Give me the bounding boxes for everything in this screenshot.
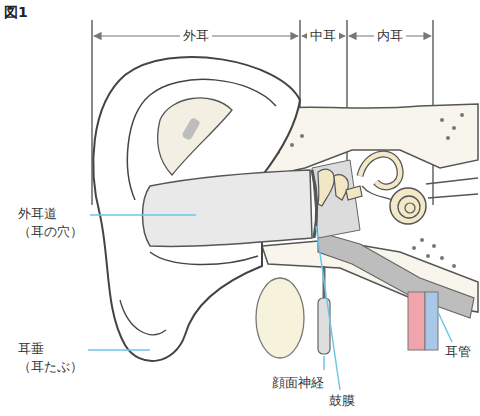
part-label: 耳垂 （耳たぶ） bbox=[18, 340, 83, 376]
cochlea bbox=[405, 203, 415, 213]
semicircular-canal bbox=[360, 154, 400, 187]
auditory-nerve bbox=[426, 178, 478, 198]
ossicle bbox=[334, 175, 348, 200]
leader-lines bbox=[88, 215, 452, 390]
soft-tissue bbox=[256, 278, 304, 358]
leader-line bbox=[438, 312, 452, 342]
region-label: 外耳 bbox=[180, 27, 212, 45]
ear-canal bbox=[143, 170, 313, 246]
muscle-band bbox=[408, 292, 425, 350]
figure-title: 図1 bbox=[4, 3, 28, 23]
part-label: 顔面神経 bbox=[269, 374, 327, 392]
semicircular-canal bbox=[360, 154, 400, 187]
region-label: 内耳 bbox=[374, 27, 406, 45]
vestibule bbox=[362, 186, 392, 200]
ossicle bbox=[318, 169, 334, 206]
concha-fold bbox=[150, 252, 258, 265]
leader-line bbox=[323, 356, 325, 370]
muscle-band bbox=[425, 292, 438, 350]
cochlea bbox=[390, 188, 426, 224]
lobe-fold bbox=[120, 300, 166, 335]
leader-line bbox=[316, 226, 340, 390]
part-label: 外耳道 （耳の穴） bbox=[18, 205, 83, 241]
antihelix bbox=[158, 98, 232, 175]
cochlea bbox=[398, 196, 420, 218]
ossicle bbox=[346, 186, 362, 200]
cartilage-mark bbox=[181, 117, 201, 141]
leader-line bbox=[90, 214, 196, 216]
region-label: 中耳 bbox=[307, 27, 339, 45]
part-label: 鼓膜 bbox=[326, 392, 358, 410]
leader-line bbox=[88, 349, 150, 351]
part-label: 耳管 bbox=[442, 343, 474, 361]
eustachian-tube bbox=[318, 232, 474, 318]
